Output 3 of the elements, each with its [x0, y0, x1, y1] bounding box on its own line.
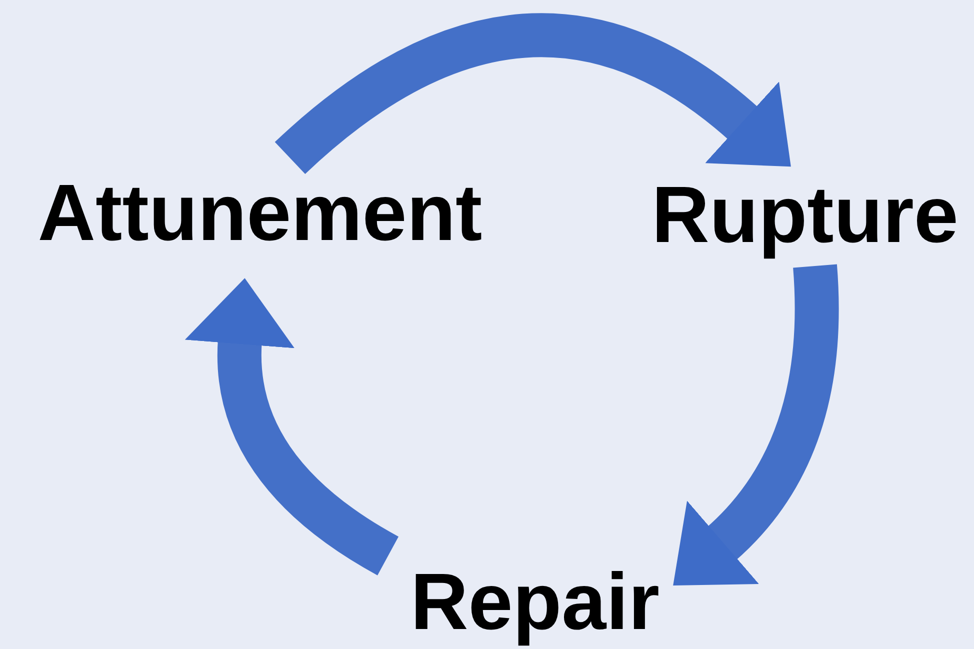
- stage-label: Attunement: [38, 172, 482, 252]
- curved-arrow: [275, 14, 793, 175]
- curved-arrow: [674, 264, 839, 588]
